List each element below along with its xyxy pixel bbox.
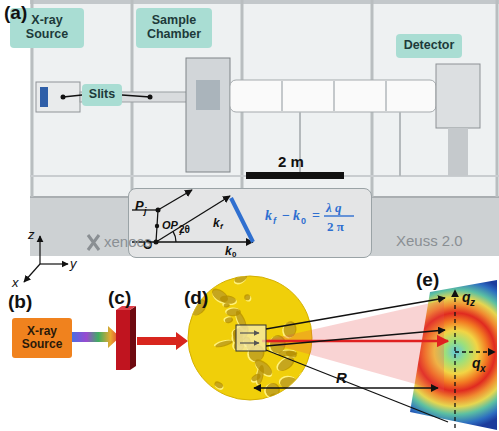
point-label: P bbox=[135, 199, 144, 212]
pore bbox=[298, 374, 306, 383]
axis-label: x bbox=[12, 276, 19, 289]
pore bbox=[263, 380, 282, 400]
pore bbox=[244, 294, 250, 301]
slit-dot bbox=[61, 95, 66, 100]
panel-label: (c) bbox=[108, 288, 131, 307]
equation-term: k bbox=[293, 209, 300, 223]
distance-arrow bbox=[254, 387, 438, 388]
qx-axis bbox=[455, 351, 495, 352]
source-box: X-ray Source bbox=[12, 318, 72, 358]
chamber-window bbox=[196, 80, 220, 110]
pore-rim bbox=[292, 282, 310, 298]
vector-label: k bbox=[225, 245, 232, 257]
axis-label: q bbox=[472, 356, 481, 370]
scale-label: 2 m bbox=[278, 154, 304, 169]
scattering-inset: PjOPjkf2θOk0kf−k0=λ q2 π bbox=[128, 188, 372, 258]
pore-rim bbox=[191, 379, 212, 394]
axis-label: q bbox=[462, 290, 471, 304]
node-text: X-ray Source bbox=[16, 325, 68, 351]
equation-denominator: 2 π bbox=[327, 220, 344, 233]
sample-chamber bbox=[186, 58, 230, 172]
panel-label: (d) bbox=[184, 288, 208, 307]
equation-operator: = bbox=[312, 209, 320, 223]
subscript: 0 bbox=[232, 251, 236, 259]
pore bbox=[233, 272, 248, 284]
model-text: Xeuss 2.0 bbox=[396, 233, 463, 248]
subscript: j bbox=[144, 207, 147, 216]
frame-rail bbox=[30, 0, 499, 4]
pore-rim bbox=[297, 376, 305, 385]
panel-label: (e) bbox=[416, 270, 439, 289]
axis-label: z bbox=[28, 228, 35, 241]
node-text: Detector bbox=[404, 39, 455, 53]
pore bbox=[280, 377, 298, 389]
panel-label: (b) bbox=[8, 292, 32, 311]
equation-term: k bbox=[265, 209, 272, 223]
chamber-callout: Sample Chamber bbox=[136, 8, 212, 48]
logo-text: xenocs bbox=[104, 234, 152, 249]
pore bbox=[299, 371, 316, 388]
pore bbox=[224, 316, 233, 324]
pore bbox=[293, 283, 311, 299]
slit-plate bbox=[116, 310, 130, 370]
pore bbox=[256, 364, 266, 384]
detector-callout: Detector bbox=[396, 34, 462, 58]
mono-beam bbox=[137, 332, 188, 350]
detector-stand bbox=[448, 128, 468, 176]
equation-subscript: 0 bbox=[301, 217, 306, 226]
node-text: Slits bbox=[89, 88, 115, 102]
subscript: f bbox=[220, 223, 223, 231]
detector-housing bbox=[436, 64, 480, 128]
qz-axis bbox=[454, 290, 455, 428]
axis-label: y bbox=[70, 257, 77, 270]
pore bbox=[213, 380, 224, 389]
scattering-volume bbox=[236, 325, 266, 351]
scattered-rays bbox=[266, 298, 448, 422]
pore bbox=[223, 303, 230, 308]
subscript: x bbox=[480, 364, 486, 374]
direct-beam bbox=[262, 340, 448, 343]
polychromatic-beam bbox=[72, 326, 120, 348]
tube-rings bbox=[282, 81, 386, 111]
axes bbox=[24, 236, 68, 282]
pore bbox=[215, 339, 234, 349]
logo-mark bbox=[88, 235, 99, 250]
slit-side bbox=[130, 306, 136, 370]
pore bbox=[219, 295, 236, 305]
distance-label: R bbox=[336, 370, 347, 385]
source-window bbox=[40, 87, 48, 107]
tube-supports bbox=[300, 112, 400, 176]
volume-arrows bbox=[240, 333, 259, 343]
scale-bar bbox=[246, 172, 344, 179]
pore bbox=[191, 377, 212, 392]
flight-tube bbox=[230, 80, 436, 112]
pore bbox=[267, 391, 286, 407]
equation-subscript: f bbox=[273, 217, 276, 226]
equation-operator: − bbox=[282, 209, 290, 223]
source-housing bbox=[36, 82, 80, 112]
pore-rim bbox=[297, 370, 314, 387]
vector-label: OP bbox=[162, 220, 178, 231]
panel-label: (a) bbox=[4, 3, 27, 22]
node-text: Sample Chamber bbox=[140, 14, 208, 42]
subscript: z bbox=[470, 298, 475, 308]
enclosure bbox=[30, 0, 499, 198]
equation-numerator: λ q bbox=[326, 201, 342, 214]
slit-dot bbox=[148, 95, 153, 100]
frame-posts bbox=[32, 0, 497, 197]
angle-label: 2θ bbox=[179, 225, 190, 235]
slits-callout: Slits bbox=[82, 84, 122, 106]
vector-label: k bbox=[213, 217, 220, 229]
